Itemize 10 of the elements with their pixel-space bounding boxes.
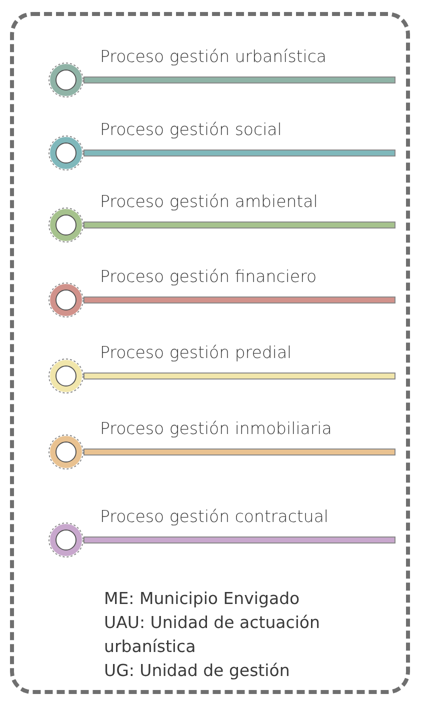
legend-label: Proceso gestión financiero	[100, 267, 317, 286]
legend-label: Proceso gestión predial	[100, 343, 292, 362]
legend-label: Proceso gestión inmobiliaria	[100, 419, 332, 438]
note-text: ME: Municipio Envigado	[104, 588, 301, 610]
note-text: UAU: Unidad de actuación urbanística	[104, 612, 321, 658]
legend-label: Proceso gestión urbanística	[100, 47, 327, 66]
legend-label: Proceso gestión ambiental	[100, 192, 318, 211]
legend-label: Proceso gestión contractual	[100, 507, 329, 526]
legend-label: Proceso gestión social	[100, 120, 282, 139]
note-text: UG: Unidad de gestión	[104, 660, 291, 682]
